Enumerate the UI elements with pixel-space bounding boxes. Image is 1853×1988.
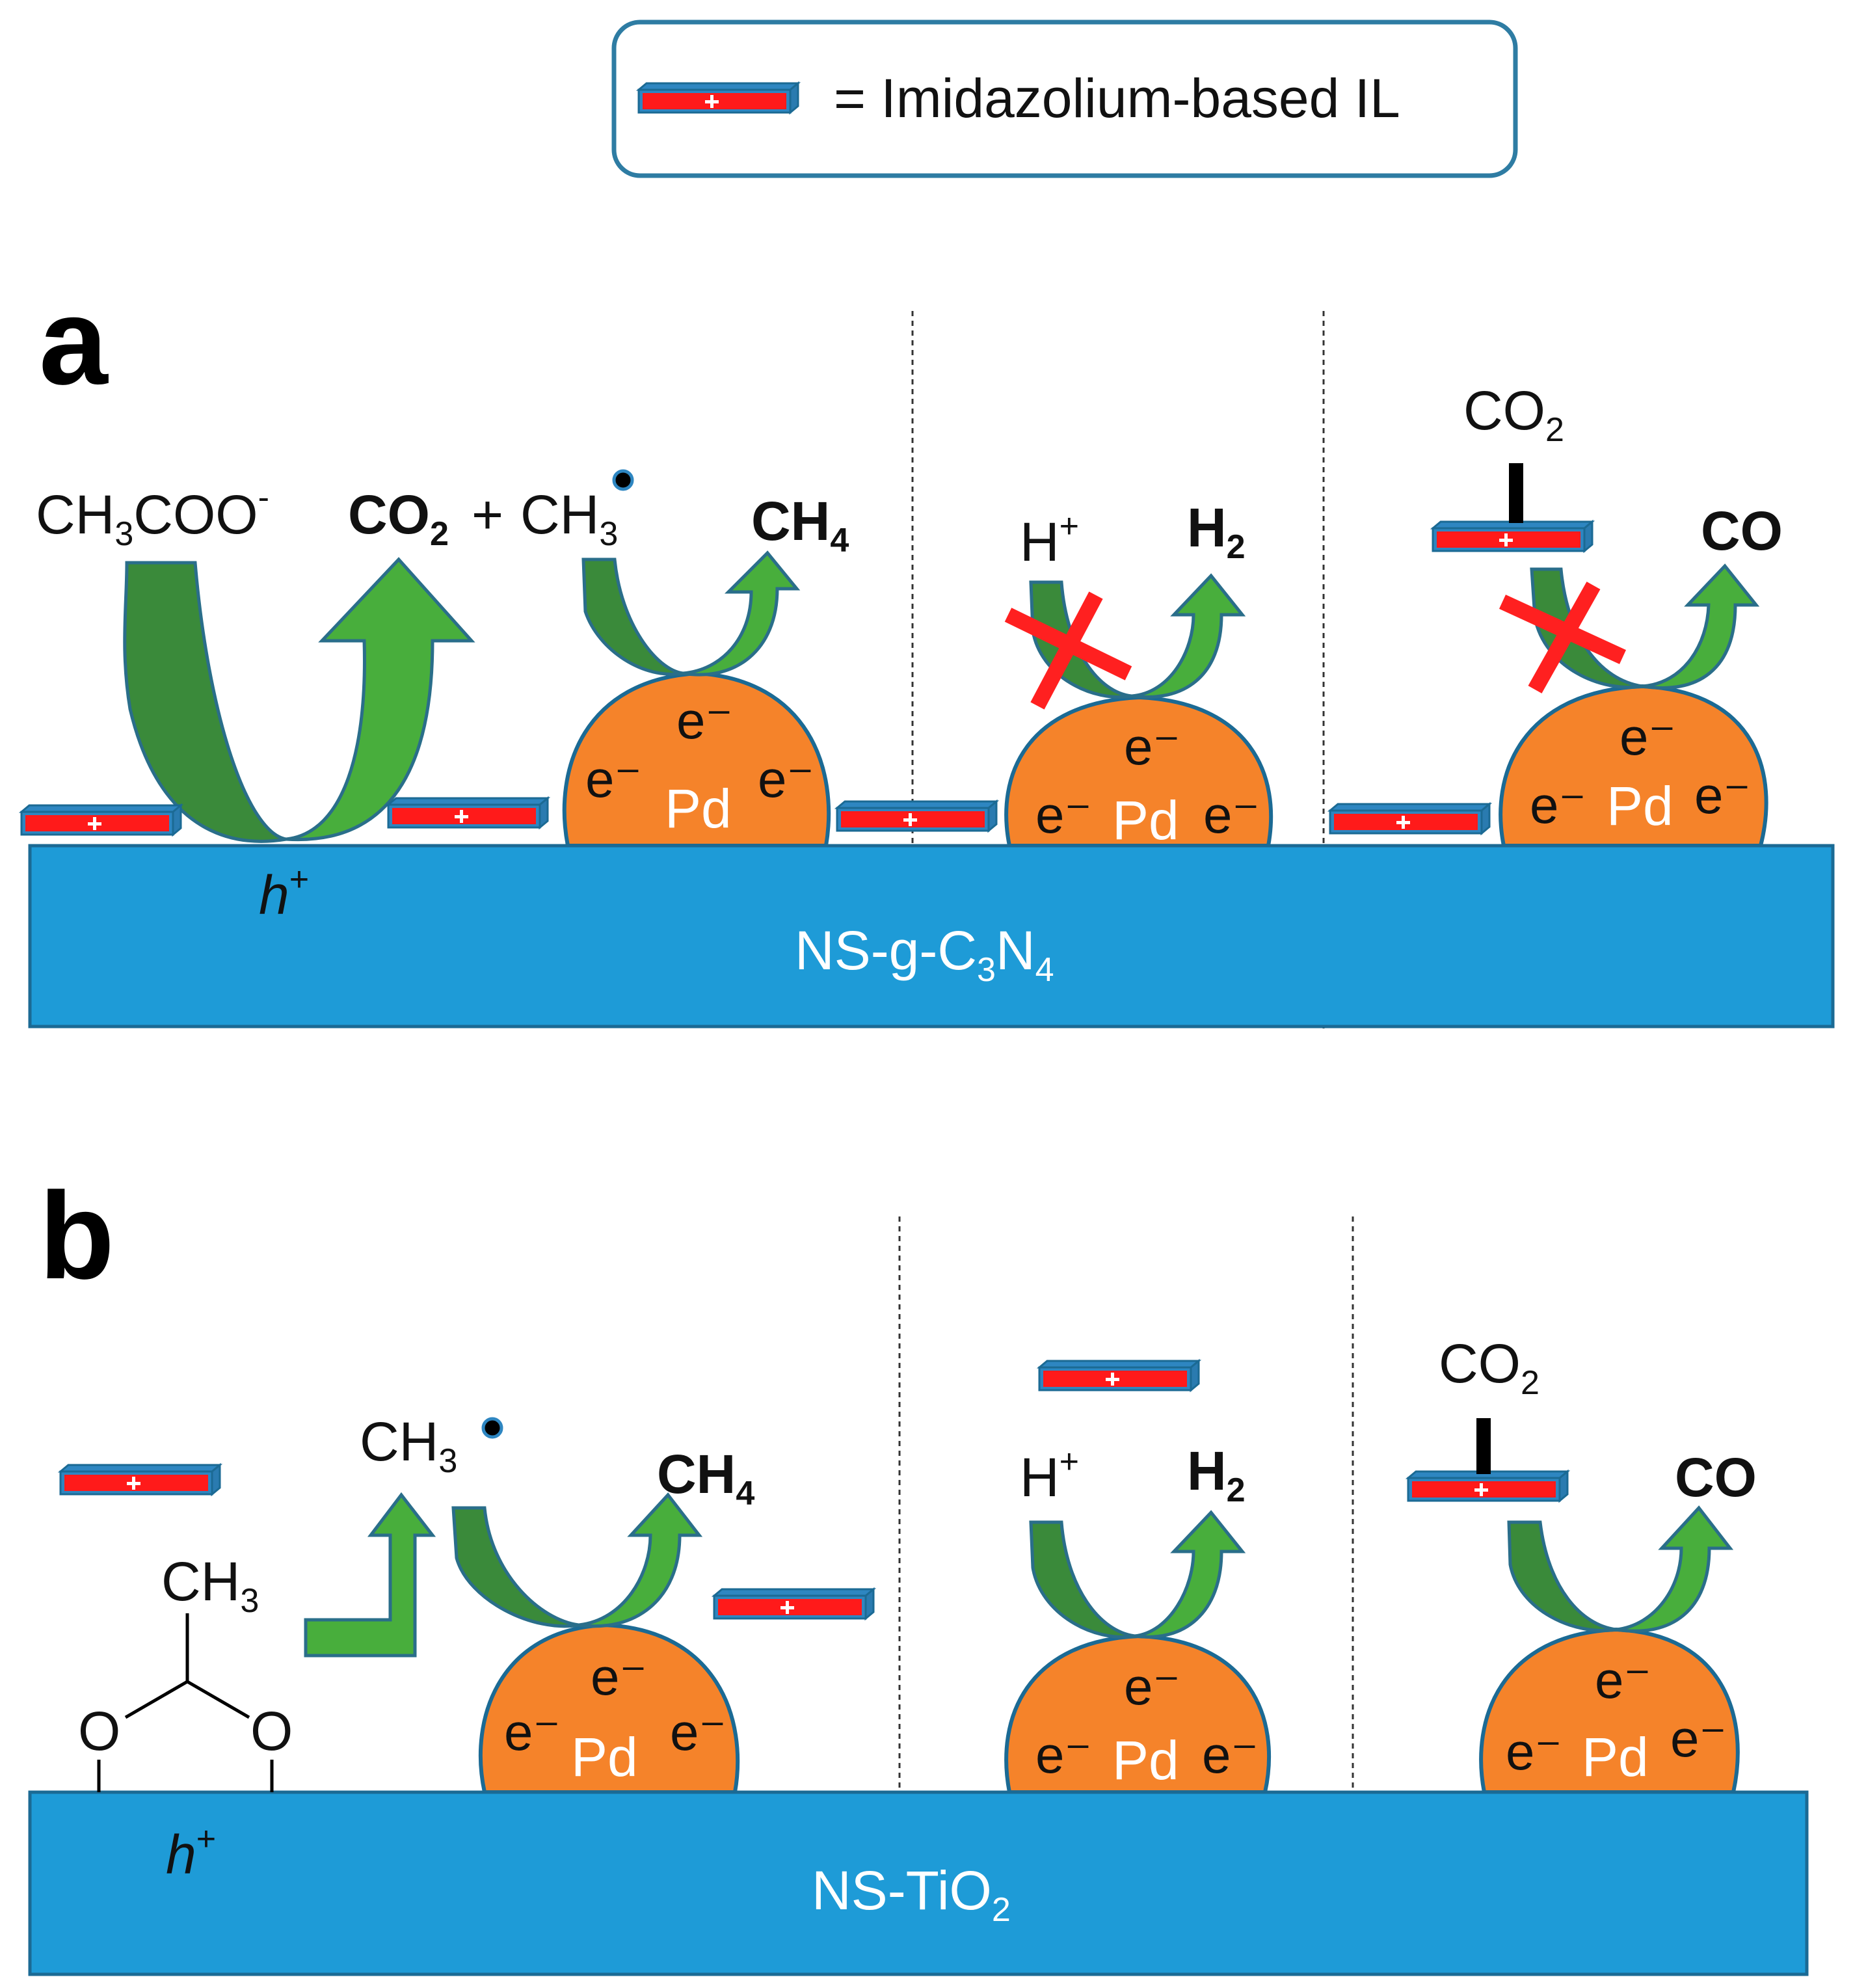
co2-reactant-label-a: CO2	[1463, 380, 1564, 449]
electron-label: e⁻	[504, 1703, 561, 1761]
electron-label: e⁻	[1670, 1710, 1727, 1767]
electron-label: e⁻	[1530, 776, 1586, 834]
methanation-arrow-b	[451, 1492, 703, 1628]
methanation-arrow-a	[581, 550, 801, 677]
panel-a: a e⁻ e⁻ e⁻ Pd e⁻ e⁻ e⁻ Pd e⁻ e⁻ e⁻ Pd NS	[20, 273, 1835, 1031]
il-symbol	[1329, 803, 1491, 835]
electron-label: e⁻	[1035, 1726, 1092, 1784]
acetate-label: CH3COO-	[36, 479, 269, 553]
il-symbol-adsorbed	[1407, 1470, 1569, 1502]
blocked-cross-a1	[1004, 591, 1132, 710]
il-symbol-adsorbed	[1432, 520, 1593, 552]
electron-label: e⁻	[670, 1703, 727, 1761]
co2-bond-a	[1509, 463, 1523, 523]
co-label-a: CO	[1701, 500, 1783, 561]
il-symbol	[20, 804, 182, 836]
electron-label: e⁻	[676, 692, 733, 749]
il-symbol	[1038, 1360, 1200, 1391]
electron-label: e⁻	[1124, 718, 1180, 775]
substrate-label-b: NS-TiO2	[812, 1860, 1011, 1929]
pd-label: Pd	[1112, 790, 1179, 851]
hplus-label-a: H+	[1020, 507, 1079, 572]
panel-b: b e⁻ e⁻ e⁻ Pd e⁻ e⁻ e⁻ Pd e⁻ e⁻ e⁻ Pd NS…	[28, 1167, 1809, 1976]
legend-text: = Imidazolium-based IL	[834, 68, 1400, 129]
pd-particle-a1: e⁻ e⁻ e⁻ Pd	[562, 671, 831, 848]
electron-label: e⁻	[1506, 1723, 1562, 1780]
electron-label: e⁻	[1202, 1726, 1259, 1784]
il-symbol	[836, 800, 998, 832]
pd-label: Pd	[665, 778, 732, 839]
h2-label-a: H2	[1187, 497, 1246, 566]
panel-label-a: a	[39, 273, 109, 410]
hplus-label-b: H+	[1020, 1443, 1079, 1508]
electron-label: e⁻	[591, 1648, 647, 1706]
oxidation-arrow-a	[123, 557, 475, 843]
pd-particle-b3: e⁻ e⁻ e⁻ Pd	[1479, 1627, 1740, 1794]
ch4-label-b: CH4	[657, 1444, 754, 1512]
co-arrow-b	[1507, 1505, 1734, 1633]
electron-label: e⁻	[1620, 708, 1676, 766]
electron-label: e⁻	[1595, 1651, 1651, 1709]
blocked-cross-a2	[1499, 582, 1627, 693]
substrate-g-c3n4	[28, 844, 1835, 1028]
pd-particle-a3: e⁻ e⁻ e⁻ Pd	[1499, 684, 1768, 848]
pd-label: Pd	[1582, 1726, 1649, 1788]
pd-particle-a2: e⁻ e⁻ e⁻ Pd	[1004, 695, 1273, 851]
legend-box	[611, 20, 1518, 178]
co-label-b: CO	[1675, 1447, 1757, 1508]
electron-label: e⁻	[1124, 1658, 1180, 1715]
electron-label: e⁻	[1035, 786, 1092, 844]
methyl-release-arrow	[304, 1492, 436, 1658]
co2-bond-b	[1476, 1418, 1491, 1474]
pd-label: Pd	[1112, 1730, 1179, 1791]
pd-particle-b2: e⁻ e⁻ e⁻ Pd	[1004, 1633, 1271, 1794]
radical-dot-b	[481, 1417, 503, 1439]
pd-label: Pd	[1606, 775, 1673, 837]
methyl-radical-label-b: CH3	[360, 1411, 457, 1480]
oxygen-label: O	[78, 1700, 120, 1762]
hole-label-b: h+	[166, 1820, 216, 1885]
hole-label-a: h+	[259, 861, 309, 926]
oxygen-label: O	[250, 1700, 293, 1762]
il-symbol	[713, 1588, 875, 1620]
h2-label-b: H2	[1187, 1440, 1246, 1509]
hydrogen-arrow-b	[1029, 1510, 1246, 1639]
electron-label: e⁻	[585, 750, 642, 808]
pd-label: Pd	[571, 1726, 638, 1788]
electron-label: e⁻	[1203, 786, 1260, 844]
substrate-tio2	[28, 1790, 1809, 1976]
electron-label: e⁻	[1694, 766, 1751, 824]
plus-sign: +	[472, 484, 503, 545]
radical-dot-a	[612, 469, 634, 491]
ch4-label-a: CH4	[751, 490, 849, 559]
methyl-radical-label-a: CH3	[520, 484, 618, 553]
panel-label-b: b	[39, 1167, 114, 1305]
legend-il-symbol	[637, 82, 799, 114]
substrate-label-a: NS-g-C3N4	[795, 920, 1054, 989]
electron-label: e⁻	[758, 750, 814, 808]
il-symbol	[387, 797, 549, 829]
pd-particle-b1: e⁻ e⁻ e⁻ Pd	[478, 1622, 740, 1794]
legend: = Imidazolium-based IL	[611, 20, 1518, 178]
methyl-group-label: CH3	[161, 1551, 259, 1620]
co2-product-label: CO2	[348, 484, 449, 553]
il-symbol	[59, 1464, 221, 1496]
surface-acetate: CH3 O O	[78, 1551, 293, 1792]
co2-reactant-label-b: CO2	[1439, 1333, 1540, 1402]
